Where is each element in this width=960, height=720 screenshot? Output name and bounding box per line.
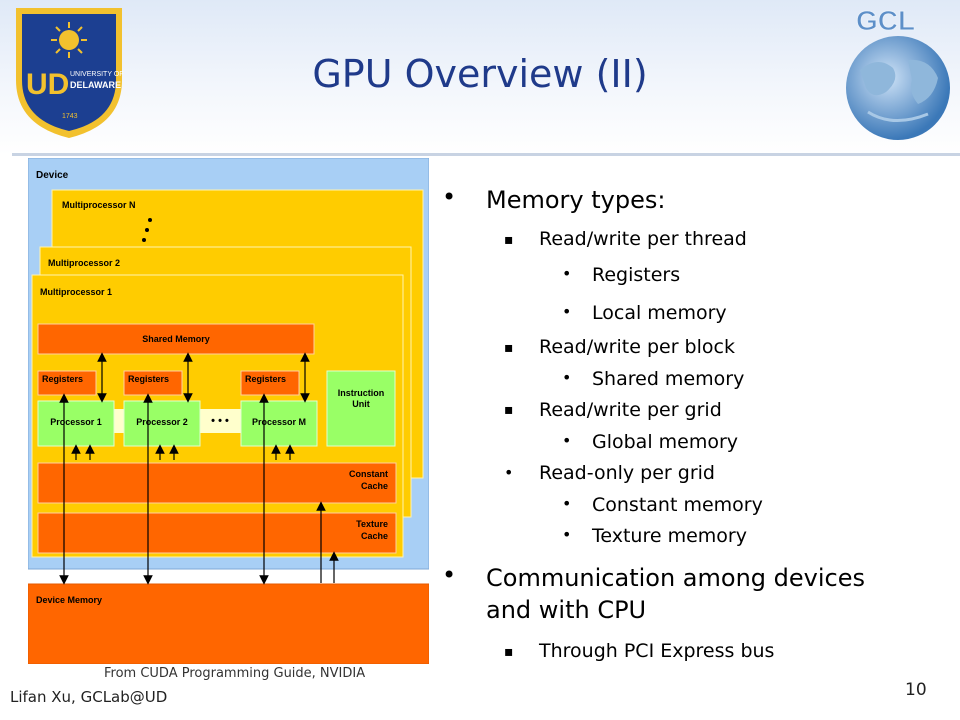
processor-m-label: Processor M [252, 417, 306, 427]
constant-cache-label-2: Cache [361, 481, 388, 491]
svg-text:UD: UD [26, 68, 69, 101]
bullet-icon: • [562, 264, 572, 283]
registers-2-label: Registers [128, 374, 169, 384]
cuda-architecture-diagram: Device Multiprocessor N Multiprocessor 2… [28, 158, 429, 664]
texture-cache-label-1: Texture [356, 519, 388, 529]
logo-year-text: 1743 [62, 113, 78, 120]
shared-memory-box [37, 323, 315, 355]
slide-footer: Lifan Xu, GCLab@UD [10, 688, 168, 706]
texture-cache-label-2: Cache [361, 531, 388, 541]
processor-2-label: Processor 2 [136, 417, 188, 427]
bullet-shared-memory: Shared memory [592, 368, 745, 390]
diagram-arrows [59, 352, 339, 585]
bullet-icon: • [562, 431, 572, 450]
bullet-constant-memory: Constant memory [592, 494, 763, 516]
bullet-icon: • [562, 494, 572, 513]
bullet-local-memory: Local memory [592, 302, 727, 324]
bullet-icon: • [442, 183, 457, 211]
processor-1-box [37, 400, 115, 447]
bullet-global-memory: Global memory [592, 431, 739, 453]
constant-cache-label-1: Constant [349, 469, 388, 479]
square-bullet-icon: ▪ [504, 644, 514, 660]
bullet-rw-block: Read/write per block [539, 336, 735, 358]
slide-title: GPU Overview (II) [312, 52, 648, 96]
multiprocessor-1-label: Multiprocessor 1 [40, 287, 112, 297]
processor-m-box [240, 400, 318, 447]
logo-main-text: DELAWARE [70, 80, 121, 90]
registers-1-box [37, 370, 97, 396]
square-bullet-icon: ▪ [504, 402, 514, 418]
slide-header [0, 0, 960, 155]
bullet-icon: • [562, 525, 572, 544]
vertical-ellipsis-icon [142, 218, 152, 242]
header-divider [12, 153, 960, 156]
page-number: 10 [905, 680, 927, 700]
instruction-unit-label-2: Unit [352, 399, 370, 409]
square-bullet-icon: ▪ [504, 232, 514, 248]
multiprocessor-2-label: Multiprocessor 2 [48, 258, 120, 268]
bullet-communication-cont: and with CPU [486, 596, 647, 624]
processor-1-label: Processor 1 [50, 417, 102, 427]
shared-memory-label: Shared Memory [142, 334, 210, 344]
instruction-unit-label-1: Instruction [338, 388, 385, 398]
constant-cache-box [37, 462, 397, 504]
device-label: Device [36, 170, 69, 181]
figure-caption: From CUDA Programming Guide, NVIDIA [104, 666, 366, 681]
square-bullet-icon: ▪ [504, 340, 514, 356]
bullet-pci: Through PCI Express bus [539, 640, 775, 662]
bullet-memory-types: Memory types: [486, 186, 666, 214]
logo-top-text: UNIVERSITY OF [70, 71, 124, 78]
registers-2-box [123, 370, 183, 396]
horizontal-ellipsis-icon: • • • [211, 415, 229, 427]
university-of-delaware-logo-icon: UD UNIVERSITY OF DELAWARE 1743 [16, 8, 124, 138]
device-memory-box [28, 583, 429, 664]
bullet-texture-memory: Texture memory [592, 525, 747, 547]
device-memory-label: Device Memory [36, 595, 102, 605]
bullet-ro-grid: Read-only per grid [539, 462, 715, 484]
registers-1-label: Registers [42, 374, 83, 384]
processor-2-box [123, 400, 201, 447]
bullet-registers: Registers [592, 264, 681, 286]
bullet-rw-grid: Read/write per grid [539, 399, 722, 421]
bullet-icon: • [442, 561, 457, 589]
gcl-logo-text: GCL [856, 5, 915, 36]
bullet-icon: • [504, 463, 514, 482]
bullet-rw-thread: Read/write per thread [539, 228, 747, 250]
registers-m-box [240, 370, 300, 396]
gcl-globe-logo-icon: GCL [846, 5, 950, 140]
bullet-icon: • [562, 368, 572, 387]
instruction-unit-box [326, 370, 396, 447]
multiprocessor-n-label: Multiprocessor N [62, 200, 136, 210]
bullet-icon: • [562, 302, 572, 321]
bullet-communication: Communication among devices [486, 564, 865, 592]
texture-cache-box [37, 512, 397, 554]
registers-m-label: Registers [245, 374, 286, 384]
